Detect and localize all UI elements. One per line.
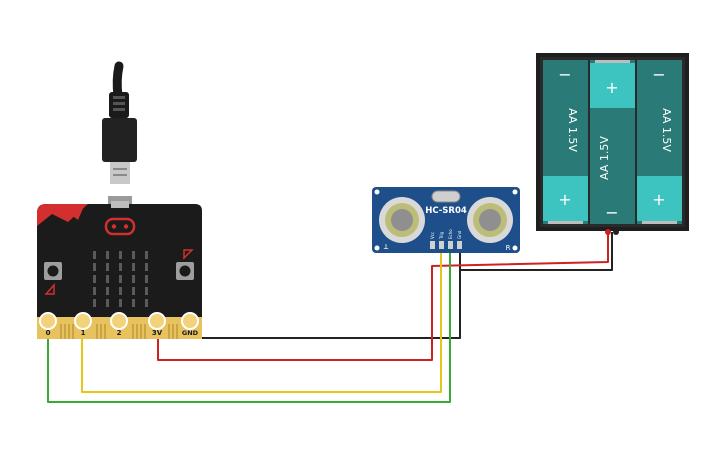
battery-cell-2-top-sign: + (605, 78, 618, 97)
battery-cell-1-top-sign: − (558, 65, 571, 84)
battery-cell-1: − AA 1.5V + (543, 60, 588, 224)
sensor-pins: Vcc Trig Echo Gnd (430, 229, 462, 249)
led (119, 251, 122, 259)
led (119, 275, 122, 283)
sensor-r-mark: R (506, 244, 511, 252)
led (132, 275, 135, 283)
sensor-model: HC-SR04 (425, 206, 467, 216)
battery-cell-2: + AA 1.5V − (590, 60, 635, 224)
led (93, 263, 96, 271)
led (106, 287, 109, 295)
transmitter (379, 197, 425, 243)
logo-icon (104, 217, 136, 236)
battery-cell-3-bottom-sign: + (652, 190, 665, 209)
pin-3v[interactable]: 3V (148, 312, 166, 337)
wire-trig (81, 248, 442, 393)
wire-gnd (190, 248, 461, 339)
battery-cell-1-bottom-sign: + (558, 190, 571, 209)
led (93, 299, 96, 307)
battery-pack: − AA 1.5V + + AA 1.5V − − AA 1.5V + (536, 53, 689, 235)
led (106, 251, 109, 259)
battery-cell-3-top-sign: − (652, 65, 665, 84)
ultrasonic-sensor: HC-SR04 T R Vcc Trig Echo Gnd (372, 187, 520, 253)
pin-0-label: 0 (46, 329, 51, 337)
battery-cell-3-label: AA 1.5V (660, 108, 673, 152)
led (119, 263, 122, 271)
led (93, 275, 96, 283)
sensor-pin-echo-label: Echo (448, 229, 453, 239)
battery-cell-3: − AA 1.5V + (637, 60, 682, 224)
pin-2-label: 2 (117, 329, 122, 337)
led (93, 287, 96, 295)
led (132, 263, 135, 271)
battery-cell-2-bottom-sign: − (605, 203, 618, 222)
wire-echo (47, 248, 451, 403)
battery-terminal-positive[interactable] (605, 229, 611, 235)
battery-terminal-negative[interactable] (613, 229, 619, 235)
led (145, 287, 148, 295)
led (145, 251, 148, 259)
pin-1-label: 1 (81, 329, 86, 337)
wire-gnd-battery (460, 232, 613, 271)
sensor-pin-gnd[interactable]: Gnd (457, 230, 462, 249)
pin-1[interactable]: 1 (74, 312, 92, 337)
sensor-pin-trig-label: Trig (439, 231, 444, 240)
pin-2[interactable]: 2 (110, 312, 128, 337)
wires (47, 232, 613, 403)
button-b-marker-icon (183, 249, 194, 260)
led (106, 299, 109, 307)
microbit-board: 0 1 2 3V GND (37, 196, 202, 339)
led (93, 251, 96, 259)
led (132, 299, 135, 307)
led (106, 263, 109, 271)
battery-cell-1-label: AA 1.5V (566, 108, 579, 152)
led (145, 275, 148, 283)
sensor-pin-echo[interactable]: Echo (448, 229, 453, 249)
pin-gnd[interactable]: GND (181, 312, 199, 337)
usb-cable (102, 61, 137, 184)
usb-port (111, 201, 129, 208)
button-a-marker-icon (44, 283, 55, 295)
receiver (467, 197, 513, 243)
led (145, 299, 148, 307)
sensor-pin-vcc-label: Vcc (430, 232, 435, 239)
pin-gnd-label: GND (182, 329, 199, 337)
sensor-pin-gnd-label: Gnd (457, 230, 462, 239)
button-a[interactable] (44, 262, 62, 280)
wire-vcc (157, 232, 609, 361)
led (132, 251, 135, 259)
microbit-red-corner (37, 204, 88, 226)
battery-terminals (605, 229, 619, 235)
button-b[interactable] (176, 262, 194, 280)
sensor-pin-vcc[interactable]: Vcc (430, 232, 435, 249)
led (132, 287, 135, 295)
led-matrix (93, 251, 148, 307)
crystal-oscillator (431, 190, 461, 203)
led (119, 287, 122, 295)
led (145, 263, 148, 271)
pin-0[interactable]: 0 (39, 312, 57, 337)
sensor-t-mark: T (383, 242, 389, 250)
battery-cell-2-label: AA 1.5V (598, 136, 611, 180)
sensor-pin-trig[interactable]: Trig (439, 231, 444, 249)
pin-3v-label: 3V (152, 329, 163, 337)
led (106, 275, 109, 283)
led (119, 299, 122, 307)
